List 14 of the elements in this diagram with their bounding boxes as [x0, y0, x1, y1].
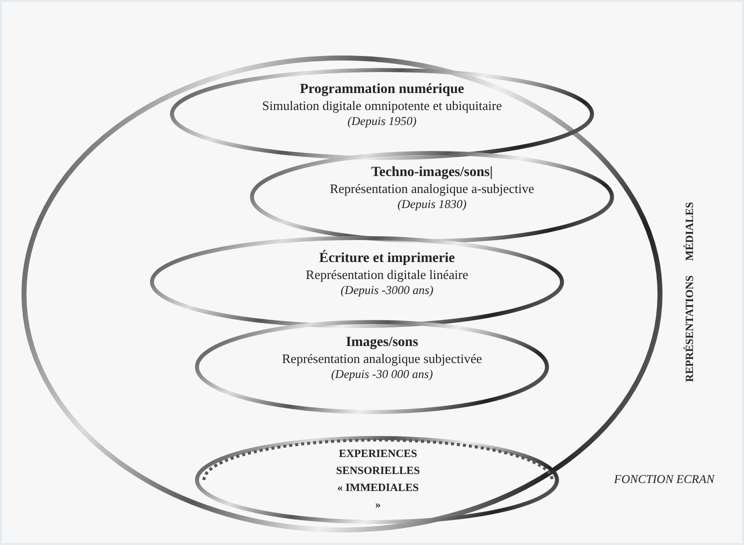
layer-description: Simulation digitale omnipotente et ubiquitaire	[262, 98, 502, 113]
layer-title: Programmation numérique	[300, 82, 464, 97]
layer-title: Techno-images/sons|	[371, 165, 493, 180]
layer-date: (Depuis 1830)	[398, 197, 466, 212]
side-label: REPRÉSENTATIONS MÉDIALES	[684, 202, 696, 382]
layer-title: Écriture et imprimerie	[319, 251, 455, 266]
layer-description: Représentation digitale linéaire	[306, 267, 468, 282]
layer-date: (Depuis -30 000 ans)	[331, 367, 433, 382]
layer-date: (Depuis -3000 ans)	[340, 283, 434, 298]
layer-title: Images/sons	[346, 335, 418, 350]
function-label: FONCTION ECRAN	[614, 472, 714, 487]
layer-date: (Depuis 1950)	[348, 114, 416, 129]
layer-description: Représentation analogique a-subjective	[330, 181, 534, 196]
layer-description: Représentation analogique subjectivée	[282, 351, 482, 366]
